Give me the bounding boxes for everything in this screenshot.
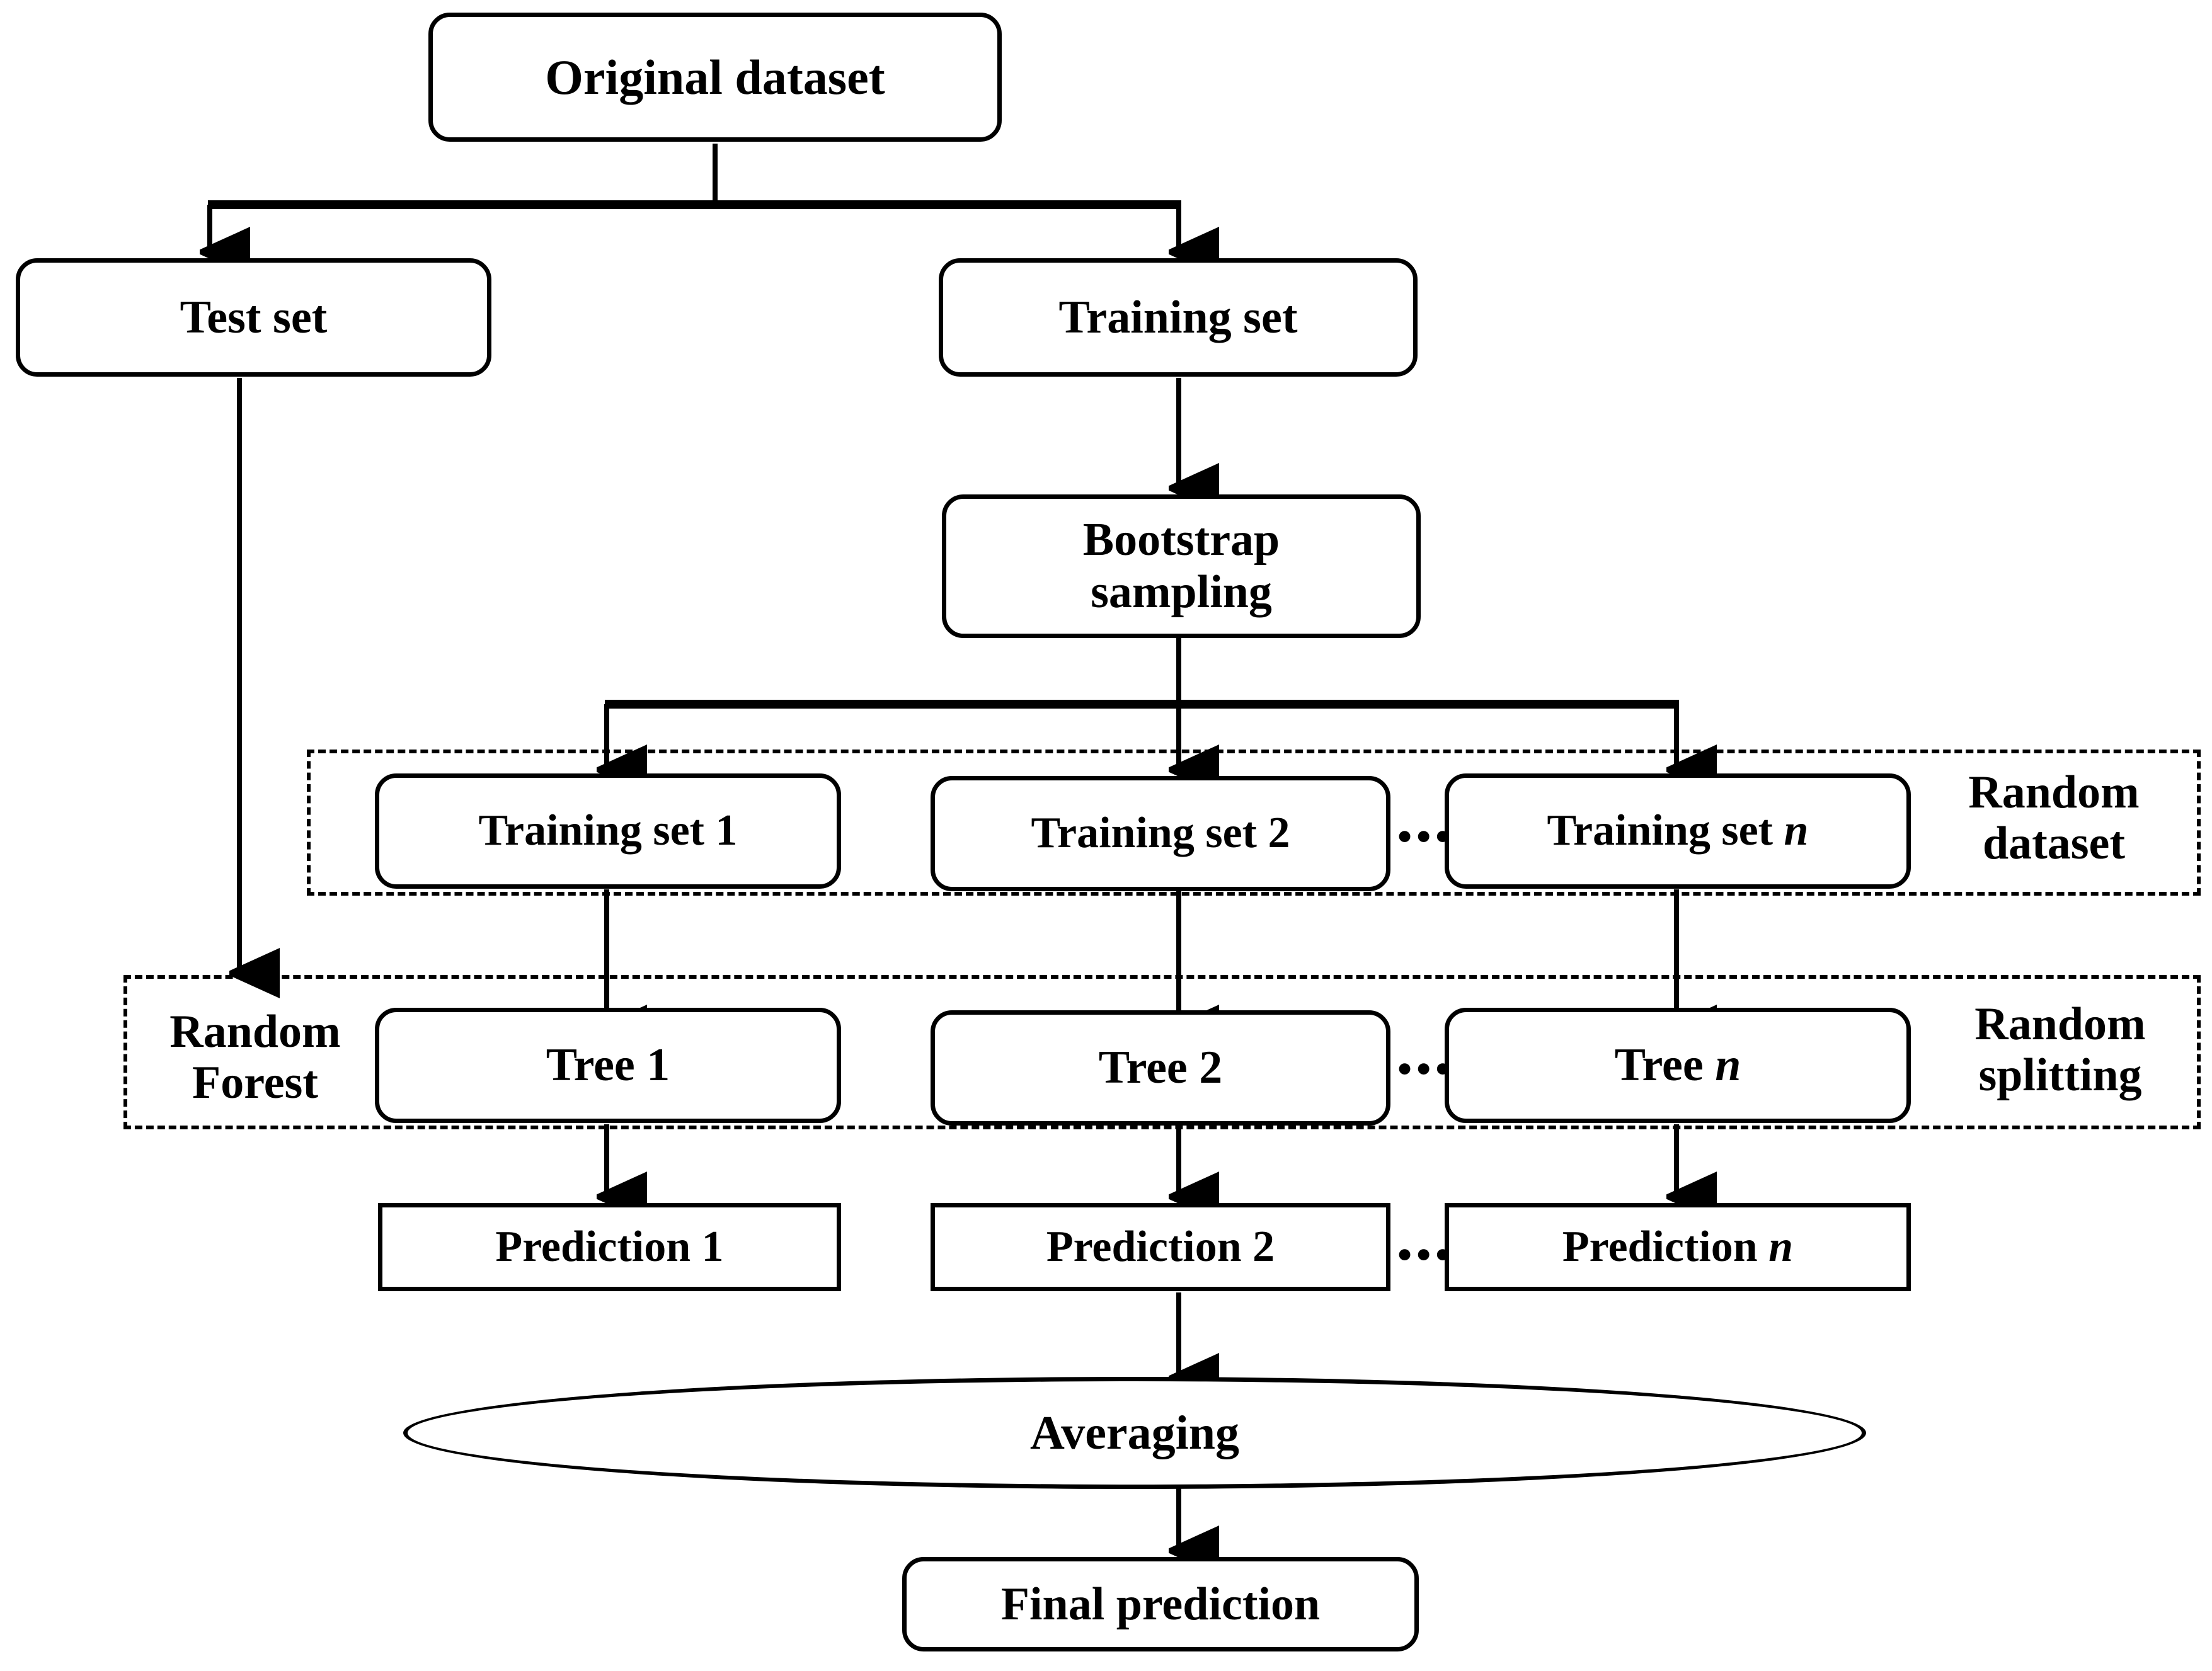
group-label-random-splitting: Random splitting <box>1928 998 2192 1102</box>
node-tree-2-label: Tree 2 <box>1098 1042 1223 1094</box>
node-prediction-2[interactable]: Prediction 2 <box>931 1203 1390 1291</box>
node-training-set-n-prefix: Training set <box>1547 806 1784 855</box>
node-test-set-label: Test set <box>180 291 328 343</box>
ellipsis-prediction-row: ••• <box>1397 1232 1455 1278</box>
node-prediction-2-label: Prediction 2 <box>1046 1222 1275 1271</box>
node-final-prediction[interactable]: Final prediction <box>902 1557 1419 1651</box>
ellipsis-training-row: ••• <box>1397 814 1455 860</box>
node-training-set-2-label: Training set 2 <box>1031 809 1290 858</box>
node-training-set-n[interactable]: Training set n <box>1445 773 1911 889</box>
group-label-random-splitting-line2: splitting <box>1978 1049 2142 1102</box>
group-label-random-forest-line1: Random <box>169 1006 341 1058</box>
node-original-dataset[interactable]: Original dataset <box>428 13 1002 142</box>
node-averaging[interactable]: Averaging <box>403 1377 1866 1489</box>
group-label-random-forest-line2: Forest <box>192 1057 318 1109</box>
node-prediction-1-label: Prediction 1 <box>495 1222 724 1271</box>
random-forest-group-box <box>123 975 2201 1129</box>
node-tree-n-prefix: Tree <box>1614 1039 1716 1092</box>
node-prediction-n-index: n <box>1768 1222 1794 1271</box>
node-test-set[interactable]: Test set <box>16 258 491 377</box>
node-prediction-n[interactable]: Prediction n <box>1445 1203 1911 1291</box>
node-prediction-1[interactable]: Prediction 1 <box>378 1203 841 1291</box>
group-label-random-splitting-line1: Random <box>1974 998 2146 1050</box>
group-label-random-dataset: Random dataset <box>1928 767 2180 870</box>
node-training-set[interactable]: Training set <box>939 258 1418 377</box>
node-averaging-label: Averaging <box>1029 1406 1240 1459</box>
node-training-set-1-label: Training set 1 <box>478 806 738 855</box>
node-prediction-n-prefix: Prediction <box>1562 1222 1769 1271</box>
node-tree-2[interactable]: Tree 2 <box>931 1010 1390 1126</box>
node-training-set-n-index: n <box>1784 806 1809 855</box>
ellipsis-tree-row: ••• <box>1397 1046 1455 1092</box>
node-training-set-1[interactable]: Training set 1 <box>375 773 841 889</box>
node-tree-n-label: Tree n <box>1608 1039 1748 1092</box>
node-training-set-label: Training set <box>1058 291 1298 343</box>
random-dataset-group-box <box>307 750 2201 896</box>
node-tree-1[interactable]: Tree 1 <box>375 1008 841 1123</box>
node-training-set-2[interactable]: Training set 2 <box>931 776 1390 891</box>
node-final-prediction-label: Final prediction <box>1000 1578 1321 1630</box>
node-bootstrap-sampling-label: Bootstrap sampling <box>1082 514 1280 618</box>
node-original-dataset-label: Original dataset <box>545 49 885 105</box>
group-label-random-dataset-line2: dataset <box>1982 818 2126 870</box>
node-prediction-n-label: Prediction n <box>1556 1223 1799 1272</box>
group-label-random-forest: Random Forest <box>145 1006 365 1109</box>
node-tree-1-label: Tree 1 <box>546 1039 670 1092</box>
node-bootstrap-sampling[interactable]: Bootstrap sampling <box>942 494 1421 638</box>
group-label-random-dataset-line1: Random <box>1968 767 2140 818</box>
node-tree-n[interactable]: Tree n <box>1445 1008 1911 1123</box>
node-training-set-n-label: Training set n <box>1541 806 1815 855</box>
node-tree-n-index: n <box>1715 1039 1741 1092</box>
